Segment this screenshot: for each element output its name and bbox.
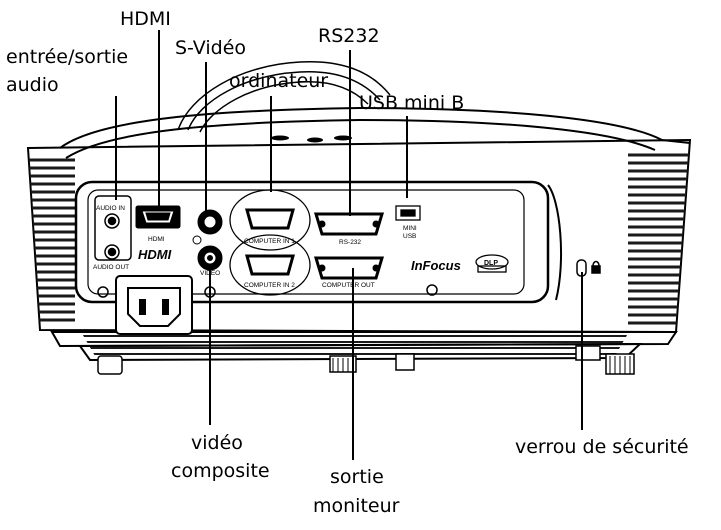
brand-logo: InFocus (411, 258, 461, 273)
leader-lines (115, 30, 583, 460)
composite-video-port (192, 235, 223, 271)
dlp-logo-icon (475, 254, 509, 273)
usb-mini-port (395, 205, 421, 221)
callout-s-video: S-Vidéo (175, 37, 247, 59)
video-port-label: VIDEO (200, 270, 220, 277)
power-inlet-icon (115, 275, 193, 335)
callout-monitor-line1: sortie (330, 466, 384, 488)
hdmi-logo-text: HDMI (138, 247, 172, 262)
computer-in-1-label: COMPUTER IN 1 (244, 238, 295, 245)
callout-monitor-line2: moniteur (313, 495, 400, 517)
rs232-port-label: RS-232 (339, 239, 361, 246)
callout-computer: ordinateur (229, 70, 329, 92)
mini-usb-label-1: MINI (403, 225, 417, 232)
projector-body (26, 106, 692, 362)
lock-icon (576, 259, 601, 277)
audio-out-label: AUDIO OUT (93, 264, 129, 271)
hdmi-port (135, 205, 181, 229)
callout-hdmi: HDMI (120, 8, 171, 30)
vent-grille-bottom (80, 335, 630, 355)
vent-grille-left (28, 158, 75, 322)
hdmi-port-label: HDMI (148, 236, 165, 243)
computer-in-ports (229, 189, 311, 296)
mini-usb-label-2: USB (403, 233, 416, 240)
audio-ports (94, 195, 132, 261)
computer-out-port (313, 256, 385, 280)
top-ridge (271, 135, 352, 143)
callout-usb-mini-b: USB mini B (359, 92, 465, 114)
connector-panel (74, 180, 563, 304)
callout-audio-line2: audio (6, 74, 59, 96)
callout-rs232: RS232 (318, 25, 380, 47)
audio-in-label: AUDIO IN (96, 205, 125, 212)
computer-out-label: COMPUTER OUT (322, 282, 375, 289)
callout-audio-line1: entrée/sortie (6, 46, 129, 68)
callout-composite-line2: composite (171, 460, 270, 482)
rs232-port (313, 212, 385, 236)
projector-feet (97, 345, 635, 375)
callout-composite-line1: vidéo (191, 432, 243, 454)
dlp-label: DLP (484, 260, 498, 267)
callout-security-lock: verrou de sécurité (515, 436, 689, 458)
computer-in-2-label: COMPUTER IN 2 (244, 282, 295, 289)
s-video-port (197, 209, 223, 235)
